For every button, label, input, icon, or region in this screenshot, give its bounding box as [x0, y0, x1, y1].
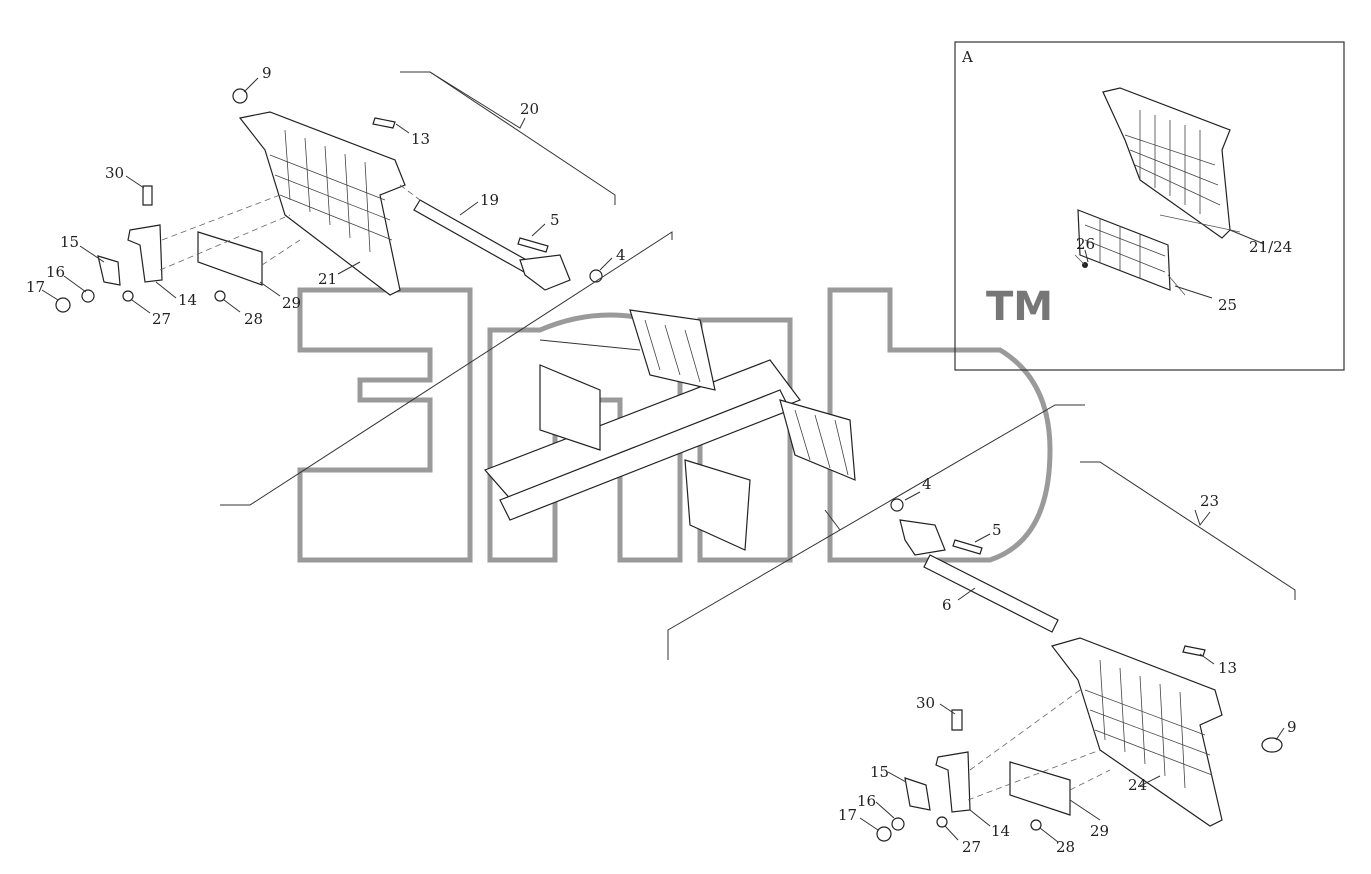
callout-17-lower: 17: [838, 806, 857, 824]
bolt-28-icon: [1030, 819, 1042, 831]
left-grille-assembly: [55, 88, 603, 313]
bolt-13-icon: [1182, 645, 1206, 657]
callout-24: 24: [1128, 776, 1147, 794]
bolt-30-icon: [142, 185, 153, 206]
leader-lines: [41, 71, 1296, 843]
callout-30-upper: 30: [105, 164, 124, 182]
callout-9-lower: 9: [1287, 718, 1297, 736]
callout-20: 20: [520, 100, 539, 118]
bolt-5-icon: [952, 539, 983, 555]
callout-28-upper: 28: [244, 310, 263, 328]
callout-29-upper: 29: [282, 294, 301, 312]
callout-5-upper: 5: [550, 211, 560, 229]
bolt-5-icon: [517, 237, 549, 253]
callout-9-upper: 9: [262, 64, 272, 82]
watermark-logo: TM: [297, 284, 1053, 563]
cap-9-icon: [1261, 737, 1283, 753]
callout-21-24: 21/24: [1249, 238, 1292, 256]
nut-4-icon: [890, 498, 904, 512]
callout-17-upper: 17: [26, 278, 45, 296]
bolt-28-icon: [214, 290, 226, 302]
callout-14-lower: 14: [991, 822, 1010, 840]
callout-5-lower: 5: [992, 521, 1002, 539]
callout-16-lower: 16: [857, 792, 876, 810]
nut-4-icon: [589, 269, 603, 283]
right-grille-assembly: [876, 498, 1283, 842]
callout-25: 25: [1218, 296, 1237, 314]
vehicle-frame: [483, 309, 856, 551]
nut-17-icon: [876, 826, 892, 842]
callout-27-upper: 27: [152, 310, 171, 328]
callout-26: 26: [1076, 235, 1095, 253]
callout-19: 19: [480, 191, 499, 209]
washer-16-icon: [891, 817, 905, 831]
callout-28-lower: 28: [1056, 838, 1075, 856]
bolt-13-icon: [372, 117, 396, 129]
callout-13-lower: 13: [1218, 659, 1237, 677]
nut-27-icon: [936, 816, 948, 828]
callout-13-upper: 13: [411, 130, 430, 148]
callout-23: 23: [1200, 492, 1219, 510]
callout-6: 6: [942, 596, 952, 614]
washer-16-icon: [81, 289, 95, 303]
callout-16-upper: 16: [46, 263, 65, 281]
callout-15-upper: 15: [60, 233, 79, 251]
nut-27-icon: [122, 290, 134, 302]
callout-4-lower: 4: [922, 475, 932, 493]
nut-17-icon: [55, 297, 71, 313]
callout-15-lower: 15: [870, 763, 889, 781]
callout-labels: 9 13 20 19 30 5 4 15 16 17 14 27 28 29 2…: [26, 64, 1297, 856]
callout-14-upper: 14: [178, 291, 197, 309]
bolt-30-icon: [951, 709, 963, 731]
inset-label: A: [961, 48, 973, 66]
callout-29-lower: 29: [1090, 822, 1109, 840]
callout-27-lower: 27: [962, 838, 981, 856]
callout-21: 21: [318, 270, 337, 288]
callout-30-lower: 30: [916, 694, 935, 712]
cap-9-icon: [232, 88, 248, 104]
trademark-text: TM: [986, 284, 1053, 330]
callout-4-upper: 4: [616, 246, 626, 264]
inset-frame-a: A: [954, 41, 1345, 371]
